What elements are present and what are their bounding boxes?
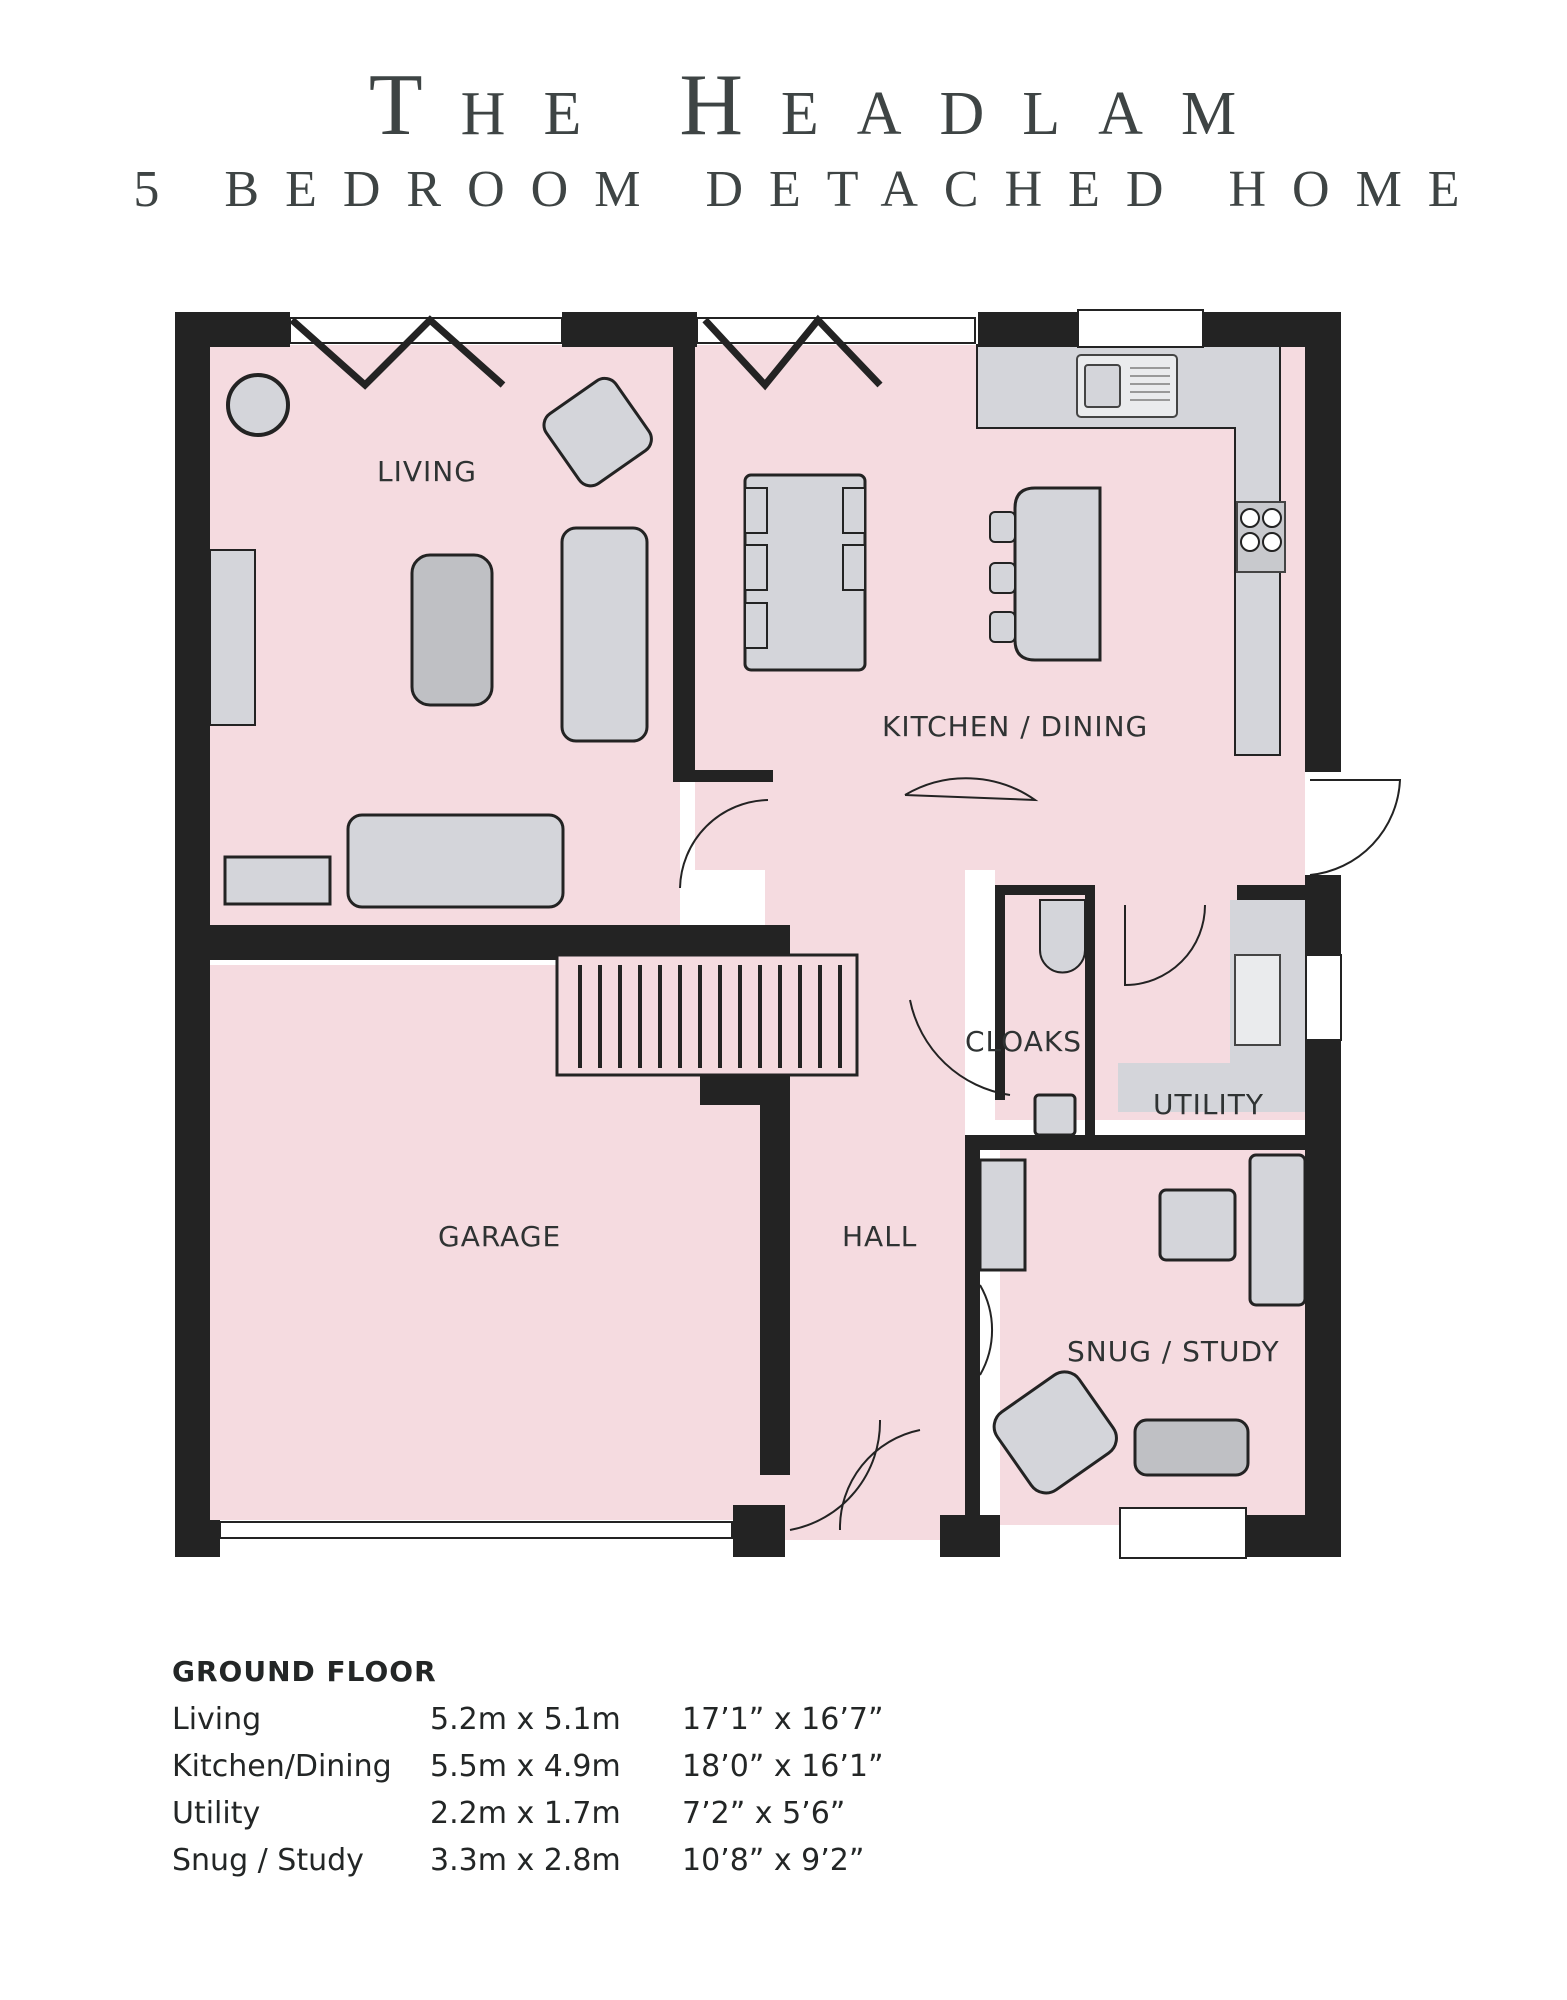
room-metric: 3.3m x 2.8m (430, 1843, 621, 1878)
schedule-row: Kitchen/Dining 5.5m x 4.9m 18’0” x 16’1” (172, 1743, 942, 1790)
schedule-row: Utility 2.2m x 1.7m 7’2” x 5’6” (172, 1790, 942, 1837)
utility-worktop (1118, 900, 1305, 1112)
bifold-doors (289, 314, 883, 391)
desk-icon (1248, 1153, 1307, 1307)
room-imperial: 10’8” x 9’2” (682, 1843, 865, 1878)
desk-chair-icon (1158, 1188, 1237, 1262)
armchair-icon (992, 1370, 1118, 1495)
room-imperial: 17’1” x 16’7” (682, 1702, 884, 1737)
dining-furniture (743, 473, 1102, 672)
room-imperial: 7’2” x 5’6” (682, 1796, 846, 1831)
page-title: The Headlam (368, 57, 1275, 154)
cloaks-fixtures (1033, 899, 1086, 1137)
room-name: Utility (172, 1796, 261, 1831)
schedule-heading: GROUND FLOOR (172, 1655, 437, 1688)
door-swings (679, 777, 1402, 1531)
schedule-row: Snug / Study 3.3m x 2.8m 10’8” x 9’2” (172, 1837, 942, 1884)
sofa-icon (346, 813, 565, 909)
room-metric: 2.2m x 1.7m (430, 1796, 621, 1831)
sideboard-icon (223, 855, 332, 906)
coffee-table-icon (410, 553, 494, 707)
room-label-snug-study: SNUG / STUDY (1067, 1335, 1280, 1368)
page-subtitle: 5 BEDROOM DETACHED HOME (133, 161, 1486, 218)
room-name: Snug / Study (172, 1843, 364, 1878)
tv-unit-icon (209, 549, 256, 726)
room-label-kitchen-dining: KITCHEN / DINING (882, 710, 1149, 743)
kitchen-worktop (976, 344, 1286, 756)
sideboard-icon (978, 1158, 1027, 1272)
room-imperial: 18’0” x 16’1” (682, 1749, 884, 1784)
basin-icon (1033, 1093, 1077, 1137)
room-label-living: LIVING (377, 455, 477, 488)
utility-sink-icon (1234, 954, 1281, 1046)
toilet-icon (1039, 899, 1086, 974)
armchair-icon (542, 376, 653, 488)
plant-icon (226, 373, 290, 437)
coffee-table-icon (1133, 1418, 1250, 1477)
sofa-icon (560, 526, 649, 743)
room-metric: 5.2m x 5.1m (430, 1702, 621, 1737)
room-name: Kitchen/Dining (172, 1749, 392, 1784)
kitchen-island-icon (1013, 486, 1102, 662)
room-metric: 5.5m x 4.9m (430, 1749, 621, 1784)
snug-furniture (978, 1153, 1307, 1495)
schedule-row: Living 5.2m x 5.1m 17’1” x 16’7” (172, 1696, 942, 1743)
room-label-utility: UTILITY (1153, 1088, 1264, 1121)
room-schedule: GROUND FLOOR Living 5.2m x 5.1m 17’1” x … (172, 1655, 942, 1884)
room-label-cloaks: CLOAKS (965, 1025, 1082, 1058)
room-label-garage: GARAGE (438, 1220, 562, 1253)
room-label-hall: HALL (842, 1220, 918, 1253)
room-name: Living (172, 1702, 262, 1737)
living-furniture (209, 373, 653, 909)
staircase (555, 953, 859, 1077)
